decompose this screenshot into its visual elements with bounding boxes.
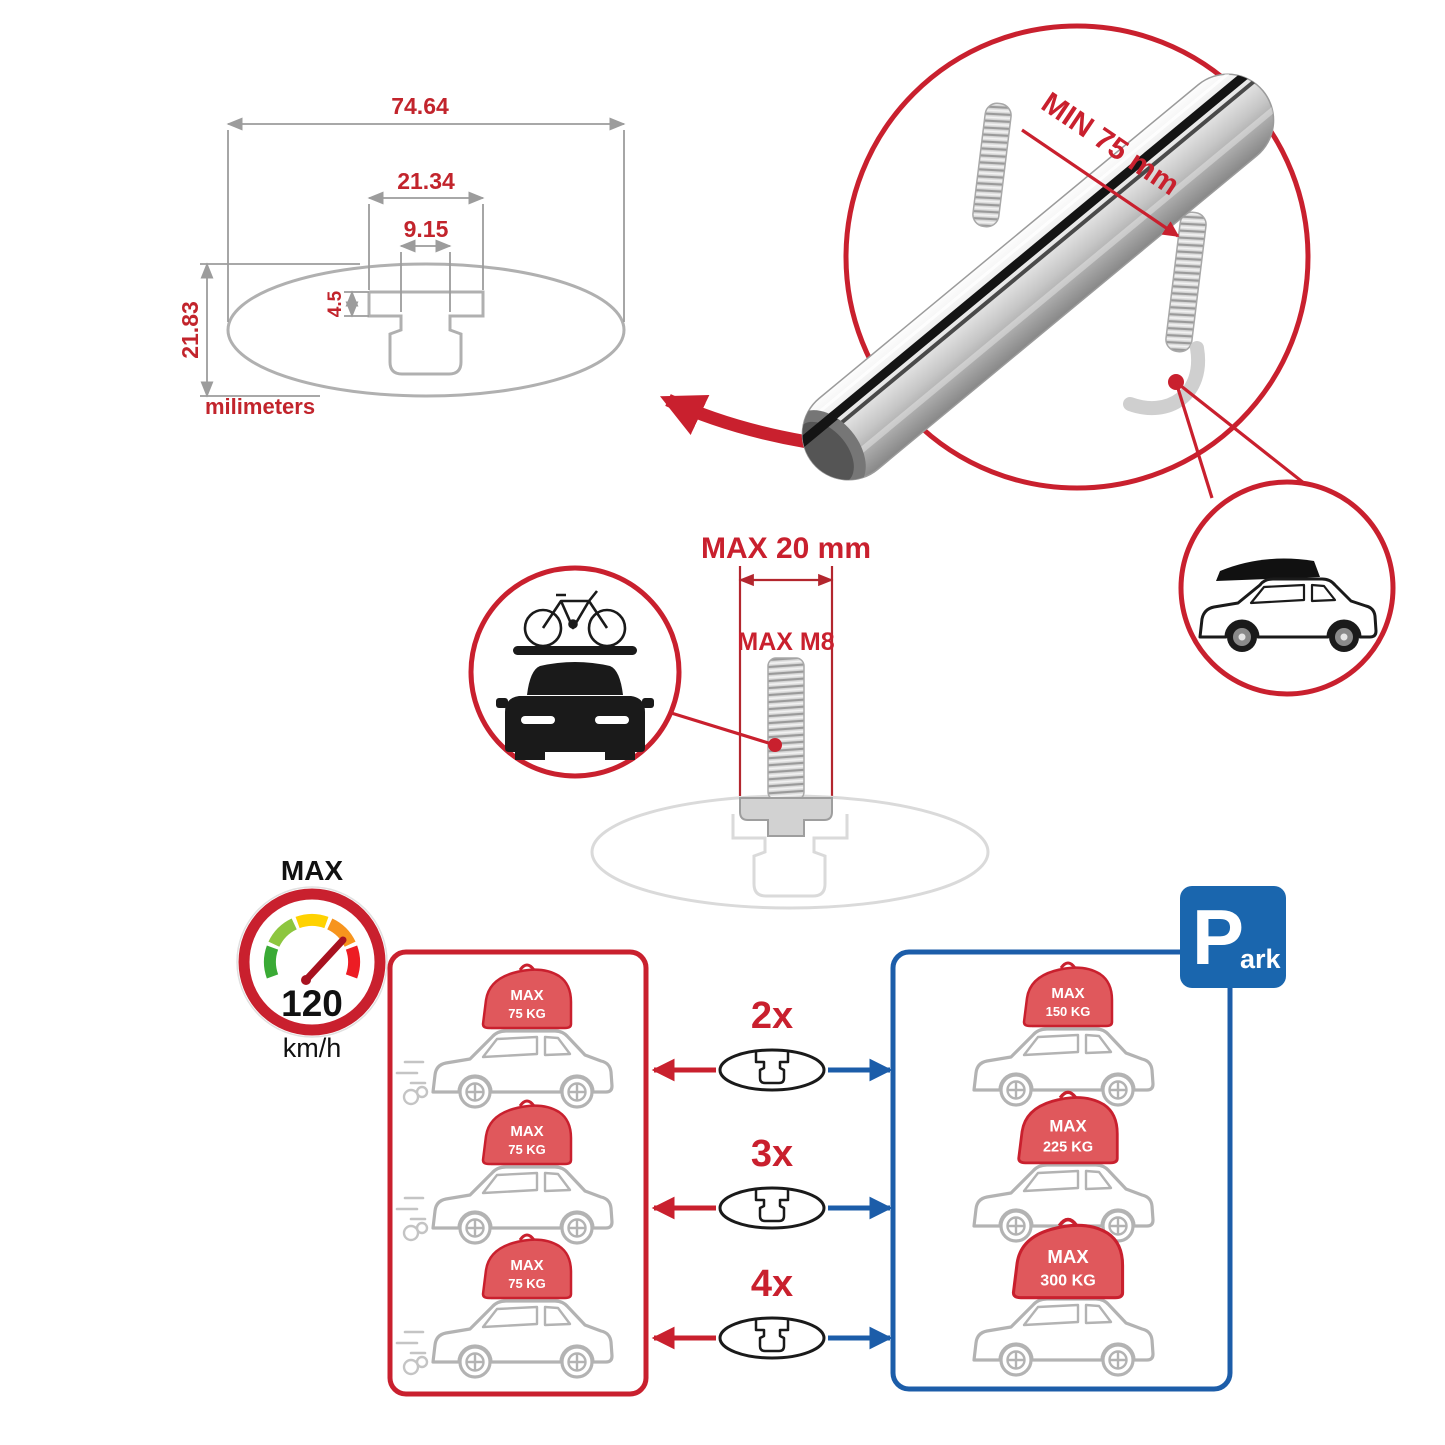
connector-row-4x: 4x	[651, 1263, 893, 1360]
dim-total-width: 74.64	[391, 93, 449, 119]
svg-text:75 KG: 75 KG	[508, 1142, 546, 1157]
bolt-max-width-label: MAX 20 mm	[701, 532, 871, 565]
suv-roofbox-circle	[1178, 479, 1396, 697]
cross-section-drawing: 74.64 21.34 9.15 4.5 21.83 milimeters	[177, 93, 626, 419]
bolt-spec: MAX 20 mm MAX M8	[590, 532, 990, 910]
svg-text:300 KG: 300 KG	[1040, 1271, 1096, 1289]
dim-slot-inner: 9.15	[404, 216, 449, 242]
speed-unit: km/h	[283, 1033, 342, 1063]
driving-load-panel: MAX 75 KG MAX 75 KG MAX 75 KG	[387, 949, 649, 1397]
clamp-rod-right	[1165, 211, 1207, 353]
svg-text:2x: 2x	[751, 995, 793, 1037]
parking-sign: P ark	[1180, 886, 1286, 988]
dim-slot-outer: 21.34	[397, 168, 455, 194]
speed-max-label: MAX	[281, 855, 344, 886]
car-300kg: MAX 300 KG	[974, 1217, 1153, 1375]
connector-row-2x: 2x	[651, 995, 893, 1092]
car-front-icon	[496, 662, 654, 760]
dim-lip-depth: 4.5	[325, 290, 346, 317]
speed-limit-gauge: MAX 120 km/h	[236, 855, 388, 1063]
gauge-needle	[302, 936, 347, 984]
svg-text:MAX: MAX	[1051, 985, 1084, 1002]
svg-text:MAX: MAX	[1049, 1116, 1087, 1135]
svg-text:MAX: MAX	[510, 987, 543, 1004]
gauge-arc	[263, 913, 361, 979]
car-75kg-2: MAX 75 KG	[395, 1099, 612, 1243]
unit-label: milimeters	[205, 394, 315, 419]
svg-text:P: P	[1192, 893, 1244, 981]
parked-load-panel: MAX 150 KG MAX 225 KG MAX 300 KG P ark	[890, 886, 1286, 1392]
svg-text:225 KG: 225 KG	[1043, 1140, 1093, 1156]
svg-text:4x: 4x	[751, 1263, 793, 1305]
svg-text:3x: 3x	[751, 1133, 793, 1175]
t-bolt-head	[739, 797, 833, 837]
connector-row-3x: 3x	[651, 1133, 893, 1230]
bar-detail-circle: MIN 75 mm	[788, 23, 1311, 491]
clamp-rod-left	[972, 102, 1012, 228]
svg-text:150 KG: 150 KG	[1046, 1004, 1091, 1019]
car-225kg: MAX 225 KG	[974, 1090, 1153, 1241]
svg-text:MAX: MAX	[510, 1123, 543, 1140]
roof-box	[1216, 558, 1320, 581]
svg-text:MAX: MAX	[510, 1257, 543, 1274]
car-75kg-3: MAX 75 KG	[395, 1233, 612, 1377]
aluminum-crossbar	[788, 62, 1279, 491]
svg-text:MAX: MAX	[1047, 1246, 1089, 1267]
car-150kg: MAX 150 KG	[974, 961, 1153, 1105]
svg-text:75 KG: 75 KG	[508, 1276, 546, 1291]
threaded-stud	[767, 657, 805, 801]
svg-text:75 KG: 75 KG	[508, 1006, 546, 1021]
bolt-thread-label: MAX M8	[737, 628, 834, 656]
dim-total-height: 21.83	[177, 301, 203, 359]
bike-car-circle	[468, 565, 682, 779]
car-75kg-1: MAX 75 KG	[395, 963, 612, 1107]
svg-text:ark: ark	[1240, 944, 1282, 974]
speed-value: 120	[281, 983, 343, 1024]
